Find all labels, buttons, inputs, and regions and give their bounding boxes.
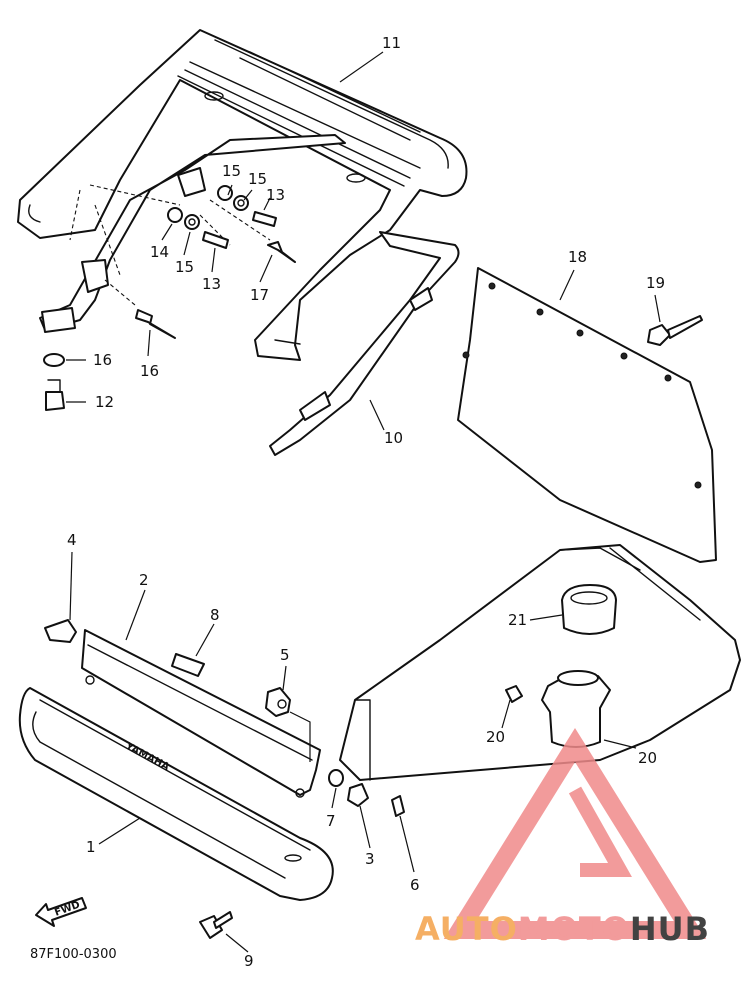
nut — [391, 795, 405, 817]
mounting-bracket — [39, 134, 346, 333]
fastener — [265, 687, 291, 717]
callout-7: 7 — [326, 812, 336, 830]
frame-stay — [269, 231, 460, 456]
emblem-pad — [171, 653, 205, 677]
screw — [505, 685, 523, 703]
backing-plate — [81, 629, 321, 798]
callout-14-upper: 15 — [222, 162, 241, 180]
watermark-text: AUTOMOTOHUB — [415, 910, 710, 948]
watermark-hub: HUB — [630, 910, 710, 948]
callout-6: 6 — [410, 876, 420, 894]
watermark-auto: AUTO — [415, 910, 518, 948]
callout-10: 10 — [384, 429, 403, 447]
callout-9: 9 — [244, 952, 254, 970]
callout-17: 18 — [568, 248, 587, 266]
callout-8: 8 — [210, 606, 220, 624]
carrier-rack — [17, 29, 468, 361]
callout-12: 12 — [95, 393, 114, 411]
cap — [561, 584, 617, 635]
callout-14-lower: 14 — [150, 243, 169, 261]
callout-1: 1 — [86, 838, 96, 856]
watermark-logo: AUTOMOTOHUB — [415, 727, 710, 948]
callout-15-lower: 15 — [175, 258, 194, 276]
watermark-moto: MOTO — [518, 910, 630, 948]
callout-16-right: 17 — [250, 286, 269, 304]
callout-5: 5 — [280, 646, 290, 664]
leader-lines — [66, 51, 661, 953]
callout-19: 20 — [638, 749, 657, 767]
callout-21: 21 — [508, 611, 527, 629]
flat-panel — [457, 267, 717, 563]
tank-body — [339, 544, 741, 781]
callout-3: 3 — [365, 850, 375, 868]
push-rivet — [647, 315, 703, 346]
callout-15-upper: 15 — [248, 170, 267, 188]
diagram-code: 87F100-0300 — [30, 947, 117, 962]
callout-2: 2 — [139, 571, 149, 589]
callout-16-left: 16 — [140, 362, 159, 380]
callout-11: 11 — [382, 34, 401, 52]
small-bracket — [44, 619, 77, 643]
callout-labels: 11 15 15 13 14 15 13 17 16 16 12 10 18 1… — [67, 34, 665, 970]
callout-15-left: 16 — [93, 351, 112, 369]
bolt — [199, 911, 233, 939]
callout-20-label: 20 — [486, 728, 505, 746]
clip — [347, 783, 369, 807]
fwd-label: FWD — [53, 900, 81, 919]
watermark-triangle-icon — [443, 727, 707, 939]
grommet — [328, 769, 344, 787]
callout-13-lower: 13 — [202, 275, 221, 293]
callout-18: 19 — [646, 274, 665, 292]
callout-4: 4 — [67, 531, 77, 549]
filler-neck — [541, 670, 611, 748]
hardware-top — [43, 185, 296, 411]
fwd-arrow-icon: FWD — [35, 897, 87, 927]
callout-13-upper: 13 — [266, 186, 285, 204]
